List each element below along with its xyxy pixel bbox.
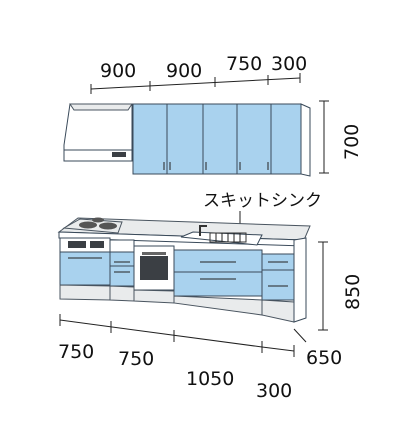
burner-icon (92, 217, 104, 223)
upper-door-2 (166, 103, 204, 175)
sink-label: スキットシンク (203, 191, 322, 211)
lower-drawer-2a (109, 251, 135, 267)
upper-door-1 (132, 103, 168, 175)
upper-width-2: 900 (166, 60, 202, 82)
lower-drawer-2b (109, 265, 135, 287)
sink-cabinet-drawer-bottom (173, 271, 263, 297)
counter-height-dimension: 850 (318, 241, 364, 331)
upper-height-dimension: 700 (319, 100, 363, 174)
depth-dimension-line (293, 328, 307, 343)
stove-display-icon (68, 241, 86, 248)
lower-width-3: 1050 (186, 368, 234, 390)
range-hood-top (69, 103, 133, 111)
lower-door-1 (59, 251, 111, 286)
lower-drawer-4b (261, 269, 295, 301)
burner-icon (79, 221, 97, 229)
upper-width-1: 900 (100, 60, 136, 82)
lower-width-dimension (59, 314, 307, 357)
plinth-2 (109, 285, 135, 302)
plinth-3 (133, 289, 175, 304)
lower-cabinets (57, 217, 311, 323)
upper-cabinet-side (300, 103, 311, 177)
sink-cabinet-drawer-top (173, 249, 263, 273)
upper-cabinets (63, 103, 311, 177)
lower-cabinet-side (293, 237, 307, 323)
lower-width-2: 750 (118, 348, 154, 370)
dishwasher-handle (142, 252, 166, 255)
upper-width-3: 750 (226, 53, 262, 75)
upper-door-4 (236, 103, 272, 175)
lower-width-1: 750 (58, 341, 94, 363)
plinth-1 (59, 284, 111, 301)
stove-knob-icon (90, 241, 104, 248)
upper-dimension-group: 900 900 750 300 (90, 53, 307, 94)
plinth-4 (173, 295, 263, 316)
upper-door-3 (202, 103, 238, 175)
lower-dimension-line (59, 319, 263, 348)
dishwasher-panel (140, 256, 168, 280)
upper-width-4: 300 (271, 53, 307, 75)
range-hood-control-icon (112, 152, 126, 157)
lower-width-4: 300 (256, 380, 292, 402)
upper-door-5 (270, 103, 302, 175)
plinth-5 (261, 299, 295, 323)
depth-label: 650 (306, 347, 342, 369)
lower-dimension-line-end (261, 346, 295, 352)
faucet-icon (199, 225, 207, 236)
upper-height-label: 700 (341, 124, 363, 160)
counter-height-label: 850 (342, 274, 364, 310)
burner-icon (99, 222, 117, 230)
upper-dimension-line (90, 77, 301, 90)
lower-drawer-top-2 (109, 239, 135, 253)
